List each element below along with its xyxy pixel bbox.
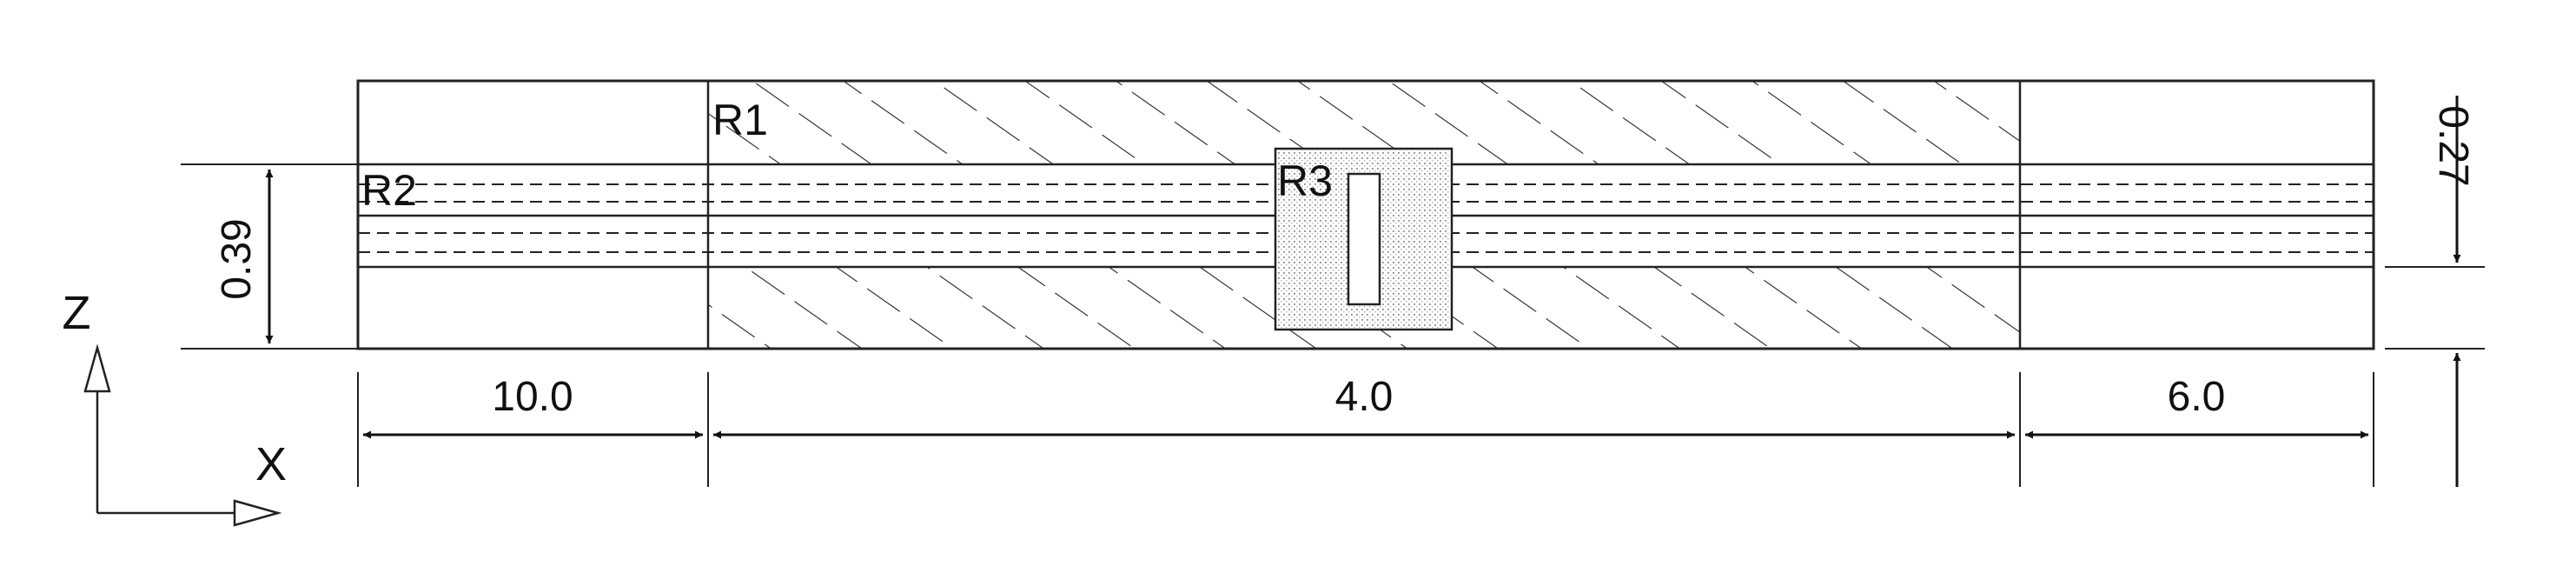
dimension-length-left-label: 10.0	[492, 374, 573, 420]
coordinate-axes	[83, 343, 282, 527]
dimension-length-right-label: 6.0	[2168, 374, 2226, 420]
region-r1-label: R1	[712, 96, 768, 144]
region-r2-label: R2	[361, 166, 417, 215]
dimension-length-middle-label: 4.0	[1335, 374, 1394, 420]
region-r3-label: R3	[1277, 157, 1333, 205]
axis-z-label: Z	[63, 287, 91, 339]
dimension-height-left	[181, 163, 358, 350]
region-r3-inner-rect	[1347, 172, 1381, 306]
dimension-height-right-label: 0.27	[2430, 105, 2476, 186]
axis-x-label: X	[255, 438, 287, 490]
dimension-height-right	[2385, 96, 2485, 487]
dimension-lengths	[357, 372, 2374, 487]
dimension-height-left-label: 0.39	[214, 218, 260, 299]
